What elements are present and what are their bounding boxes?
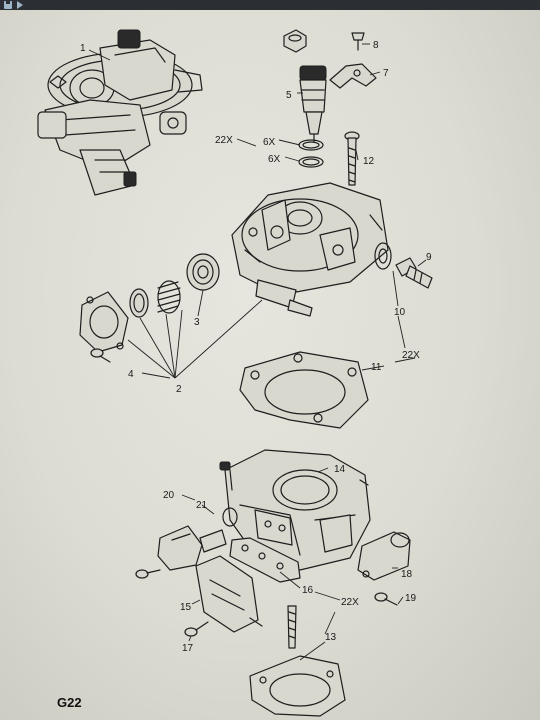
nut — [283, 29, 307, 53]
forward-icon[interactable] — [15, 0, 25, 10]
valve-20 — [157, 525, 227, 571]
callout-16: 16 — [302, 585, 314, 596]
injector-housing — [231, 182, 389, 317]
callout-17: 17 — [182, 643, 194, 654]
bolt-12 — [344, 131, 360, 186]
callout-11: 11 — [371, 362, 382, 373]
throttle-housing-14 — [219, 449, 371, 571]
callout-20: 20 — [163, 490, 175, 501]
spring — [157, 280, 181, 314]
callout-3: 3 — [194, 317, 200, 328]
fitting-9 — [395, 257, 433, 289]
callout-10: 10 — [394, 307, 406, 318]
injector-5 — [299, 65, 327, 143]
regulator-cover — [79, 291, 129, 353]
o-rings-6 — [298, 139, 324, 168]
callout-22x-b: 22X — [402, 350, 420, 361]
throttle-body-assembly — [37, 29, 203, 196]
base-gasket — [249, 655, 346, 717]
gasket-11 — [239, 351, 369, 429]
callout-6x-b: 6X — [268, 154, 281, 165]
callout-18: 18 — [401, 569, 413, 580]
callout-7: 7 — [383, 68, 389, 79]
callout-13: 13 — [325, 632, 337, 643]
callout-22x-c: 22X — [341, 597, 359, 608]
retaining-clip-7 — [329, 63, 377, 89]
gasket-strip-16 — [229, 537, 301, 583]
callout-8: 8 — [373, 40, 379, 51]
diaphragm — [129, 288, 149, 318]
callout-22x-a: 22X — [215, 135, 233, 146]
seal-21 — [222, 507, 238, 527]
callout-5: 5 — [286, 90, 292, 101]
callout-1: 1 — [80, 43, 86, 54]
viewer-toolbar — [0, 0, 540, 10]
callout-19: 19 — [405, 593, 417, 604]
seal-3 — [186, 253, 220, 291]
callout-15: 15 — [180, 602, 192, 613]
throttle-switch-15 — [195, 555, 263, 633]
callout-6x-a: 6X — [263, 137, 276, 148]
screw-8 — [351, 32, 365, 51]
callout-4: 4 — [128, 369, 134, 380]
screw-19 — [374, 592, 398, 606]
callout-2: 2 — [176, 384, 182, 395]
callout-labels: 1 2 3 4 5 6X 6X 7 8 9 10 11 12 13 14 15 … — [80, 40, 432, 654]
save-icon[interactable] — [3, 0, 13, 10]
screw-17-left — [135, 569, 161, 579]
leader-lines — [88, 43, 427, 661]
stud-13 — [287, 605, 297, 649]
page-code: G22 — [57, 695, 82, 710]
o-ring-10 — [374, 242, 392, 270]
callout-12: 12 — [363, 156, 375, 167]
screw-4 — [90, 348, 111, 363]
screw-17 — [184, 621, 209, 637]
callout-21: 21 — [196, 500, 208, 511]
callout-14: 14 — [334, 464, 346, 475]
callout-9: 9 — [426, 252, 432, 263]
